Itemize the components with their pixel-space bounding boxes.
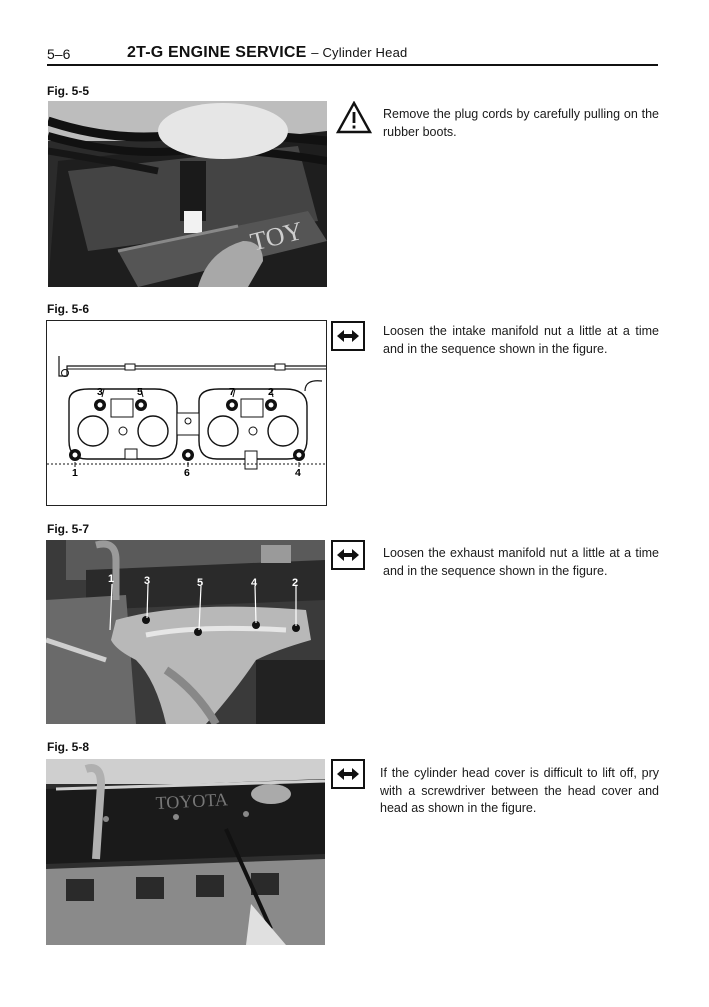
warning-triangle-icon xyxy=(336,101,372,134)
figure-label: Fig. 5-6 xyxy=(47,302,90,316)
header-rule xyxy=(47,64,658,66)
sequence-number: 4 xyxy=(251,577,258,589)
sequence-number: 1 xyxy=(108,573,114,585)
figure-label: Fig. 5-8 xyxy=(47,740,90,754)
sequence-number: 7 xyxy=(229,386,235,398)
instruction-text: If the cylinder head cover is difficult … xyxy=(380,766,659,815)
double-arrow-icon xyxy=(331,759,365,789)
figure-label: Fig. 5-7 xyxy=(47,522,90,536)
instruction-text: Loosen the exhaust manifold nut a little… xyxy=(383,546,659,578)
double-arrow-icon xyxy=(331,540,365,570)
figure-diagram-intake-manifold: 3 5 7 2 1 6 4 xyxy=(46,320,327,506)
section-subtitle: – Cylinder Head xyxy=(311,45,408,60)
sequence-number: 2 xyxy=(268,386,274,398)
svg-text:TOYOTA: TOYOTA xyxy=(155,789,228,813)
sequence-number: 6 xyxy=(184,467,190,479)
sequence-number: 3 xyxy=(144,575,150,587)
double-arrow-icon xyxy=(331,321,365,351)
sequence-number: 2 xyxy=(292,577,298,589)
instruction-text: Remove the plug cords by carefully pulli… xyxy=(383,107,659,139)
instruction-text: Loosen the intake manifold nut a little … xyxy=(383,324,659,356)
figure-photo-exhaust-manifold: 1 3 5 4 2 xyxy=(46,540,325,724)
sequence-number: 5 xyxy=(197,577,203,589)
page-number: 5–6 xyxy=(47,46,71,62)
figure-photo-head-cover: TOYOTA xyxy=(46,759,325,945)
section-title: 2T-G ENGINE SERVICE xyxy=(127,44,307,61)
figure-photo-plug-cords: TOY xyxy=(48,101,327,287)
figure-label: Fig. 5-5 xyxy=(47,84,90,98)
page-header: 5–6 2T-G ENGINE SERVICE – Cylinder Head xyxy=(47,44,657,66)
page-title: 2T-G ENGINE SERVICE – Cylinder Head xyxy=(127,44,407,62)
sequence-number: 4 xyxy=(295,467,301,479)
sequence-number: 5 xyxy=(137,386,143,398)
sequence-number: 1 xyxy=(72,467,78,479)
sequence-number: 3 xyxy=(97,386,103,398)
